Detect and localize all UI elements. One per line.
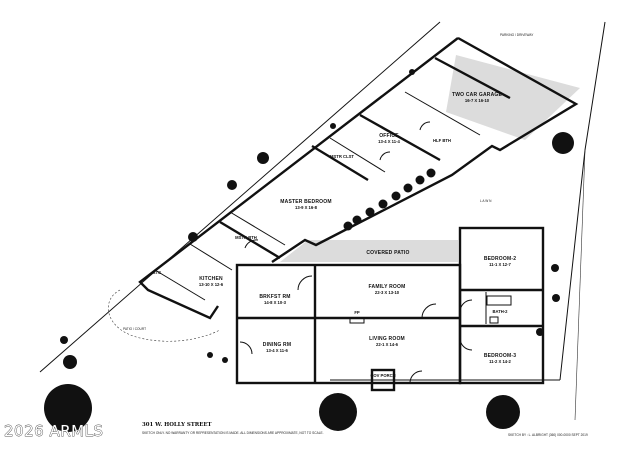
covered-patio-label: COVERED PATIO <box>366 250 409 256</box>
breakfast-room-dims: 14-8 X 10-3 <box>264 300 287 305</box>
dining-room-dims: 13-4 X 11-6 <box>266 348 288 353</box>
bedroom2-dims: 11-1 X 12-7 <box>489 262 511 267</box>
diagonal-wing-walls <box>138 36 579 320</box>
storage-name: STG <box>153 270 162 275</box>
lawn-label: L A W N <box>480 199 492 203</box>
main-block-walls <box>235 226 545 392</box>
family-room-dims: 22-3 X 13-10 <box>375 290 400 295</box>
door-swings <box>239 121 473 384</box>
living-room-dims: 22-1 X 14-6 <box>376 342 399 347</box>
living-room-name: LIVING ROOM <box>369 336 405 342</box>
breakfast-room-name: BRKFST RM <box>259 294 290 300</box>
master-closet-name: MSTR CLST <box>330 154 354 159</box>
bedroom2-name: BEDROOM-2 <box>484 256 516 262</box>
kitchen-dims: 13-10 X 12-6 <box>199 282 224 287</box>
watermark: 2026 ARMLS <box>4 422 103 440</box>
office-dims: 13-4 X 11-4 <box>378 139 400 144</box>
lot-boundary <box>39 21 606 421</box>
street-address: 301 W. HOLLY STREET <box>142 422 211 428</box>
bath2-name: BATH-2 <box>492 309 508 314</box>
patio-court-label: PATIO / COURT <box>123 327 146 331</box>
bedroom3-dims: 11-2 X 14-2 <box>489 359 511 364</box>
trees-and-shrubs <box>44 69 574 432</box>
garage-dims: 16-7 X 16-10 <box>465 98 490 103</box>
driveway-shading <box>446 55 580 140</box>
half-bath-name: HLF BTH <box>433 138 451 143</box>
master-bath-name: MSTR BTH <box>235 235 257 240</box>
parking-driveway-label: PARKING / DRIVEWAY <box>500 33 534 37</box>
patio-outline <box>108 289 221 342</box>
fine-print: SKETCH ONLY. NO WARRANTY OR REPRESENTATI… <box>142 431 324 435</box>
porch-name: COV PORCH <box>370 373 395 378</box>
kitchen-name: KITCHEN <box>199 276 223 282</box>
office-name: OFFICE <box>379 133 399 139</box>
fireplace-label: FP <box>354 310 360 315</box>
family-room-name: FAMILY ROOM <box>369 284 406 290</box>
bedroom3-name: BEDROOM-3 <box>484 353 516 359</box>
covered-patio-shading <box>280 240 458 262</box>
dining-room-name: DINING RM <box>263 342 291 348</box>
garage-name: TWO CAR GARAGE <box>452 92 502 98</box>
master-bedroom-dims: 13-9 X 16-8 <box>295 205 318 210</box>
master-bedroom-name: MASTER BEDROOM <box>280 199 331 205</box>
sketch-credit: SKETCH BY : L. ALBRIGHT (360) 000-0000 S… <box>508 433 588 437</box>
